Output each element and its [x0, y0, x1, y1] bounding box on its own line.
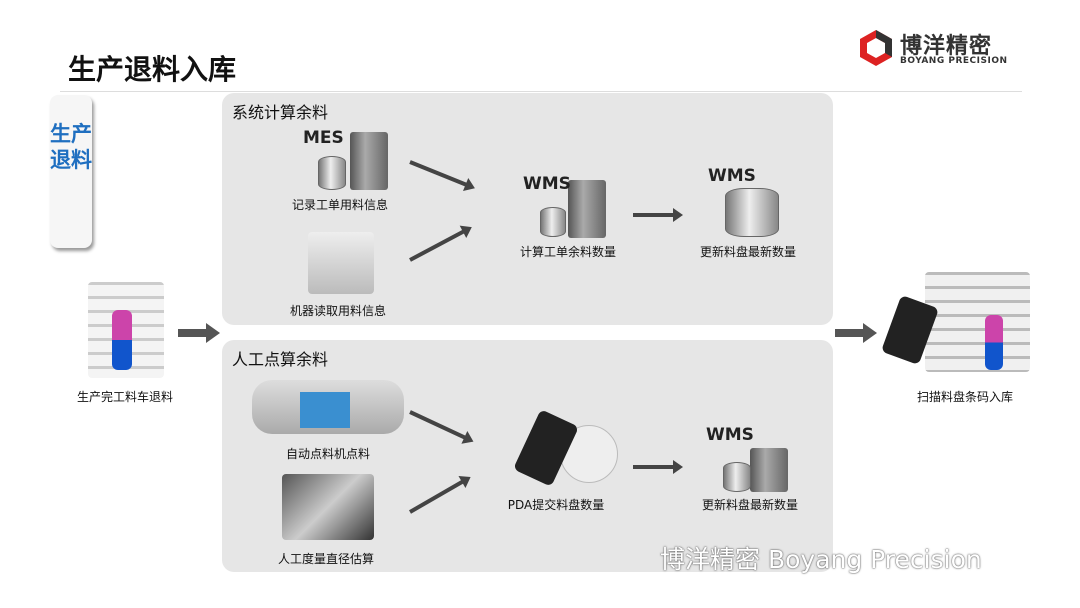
scan-shelf-image [925, 272, 1030, 372]
panel-title: 系统计算余料 [232, 103, 329, 122]
wms-label: WMS [523, 174, 571, 194]
arrow-icon [835, 323, 877, 343]
counter-caption: 自动点料机点料 [285, 447, 370, 461]
logo-text: 博洋精密 [900, 34, 993, 59]
worker-figure-icon [985, 315, 1003, 370]
panel-title: 人工点算余料 [232, 350, 329, 369]
machine-caption: 机器读取用料信息 [289, 304, 386, 318]
wms-server-icon [568, 180, 606, 238]
logo: 博洋精密 BOYANG PRECISION [858, 28, 1018, 70]
divider [60, 91, 1022, 92]
arrow-icon [633, 460, 683, 474]
mes-caption: 记录工单用料信息 [291, 198, 388, 212]
manual-measure-photo [282, 474, 374, 540]
database-icon [725, 188, 779, 237]
arrow-icon [178, 323, 220, 343]
right-label: 扫描料盘条码入库 [916, 390, 1013, 404]
logo-cube-icon [860, 30, 892, 66]
wms-label: WMS [706, 425, 754, 445]
page-title: 生产退料入库 [68, 53, 237, 86]
watermark: 博洋精密 Boyang Precision [660, 545, 982, 574]
arrow-icon [633, 208, 683, 222]
smt-machine-image [308, 232, 374, 294]
database-icon [318, 156, 346, 190]
mes-label: MES [303, 128, 344, 148]
manual-caption: 人工度量直径估算 [277, 552, 374, 566]
wms-calc-caption: 计算工单余料数量 [519, 245, 616, 259]
wms-server-icon [750, 448, 788, 492]
pda-caption: PDA提交料盘数量 [507, 498, 605, 512]
left-label: 生产完工料车退料 [76, 390, 173, 404]
mes-server-icon [350, 132, 388, 190]
logo-subtext: BOYANG PRECISION [900, 56, 1008, 66]
side-tab: 生产退料 [50, 95, 92, 248]
database-icon [723, 462, 751, 492]
worker-figure-icon [112, 310, 132, 370]
wms-label: WMS [708, 166, 756, 186]
wms-update-caption: 更新料盘最新数量 [699, 245, 796, 259]
counter-screen-icon [300, 392, 350, 428]
database-icon [540, 207, 566, 237]
wms-update-caption: 更新料盘最新数量 [701, 498, 798, 512]
